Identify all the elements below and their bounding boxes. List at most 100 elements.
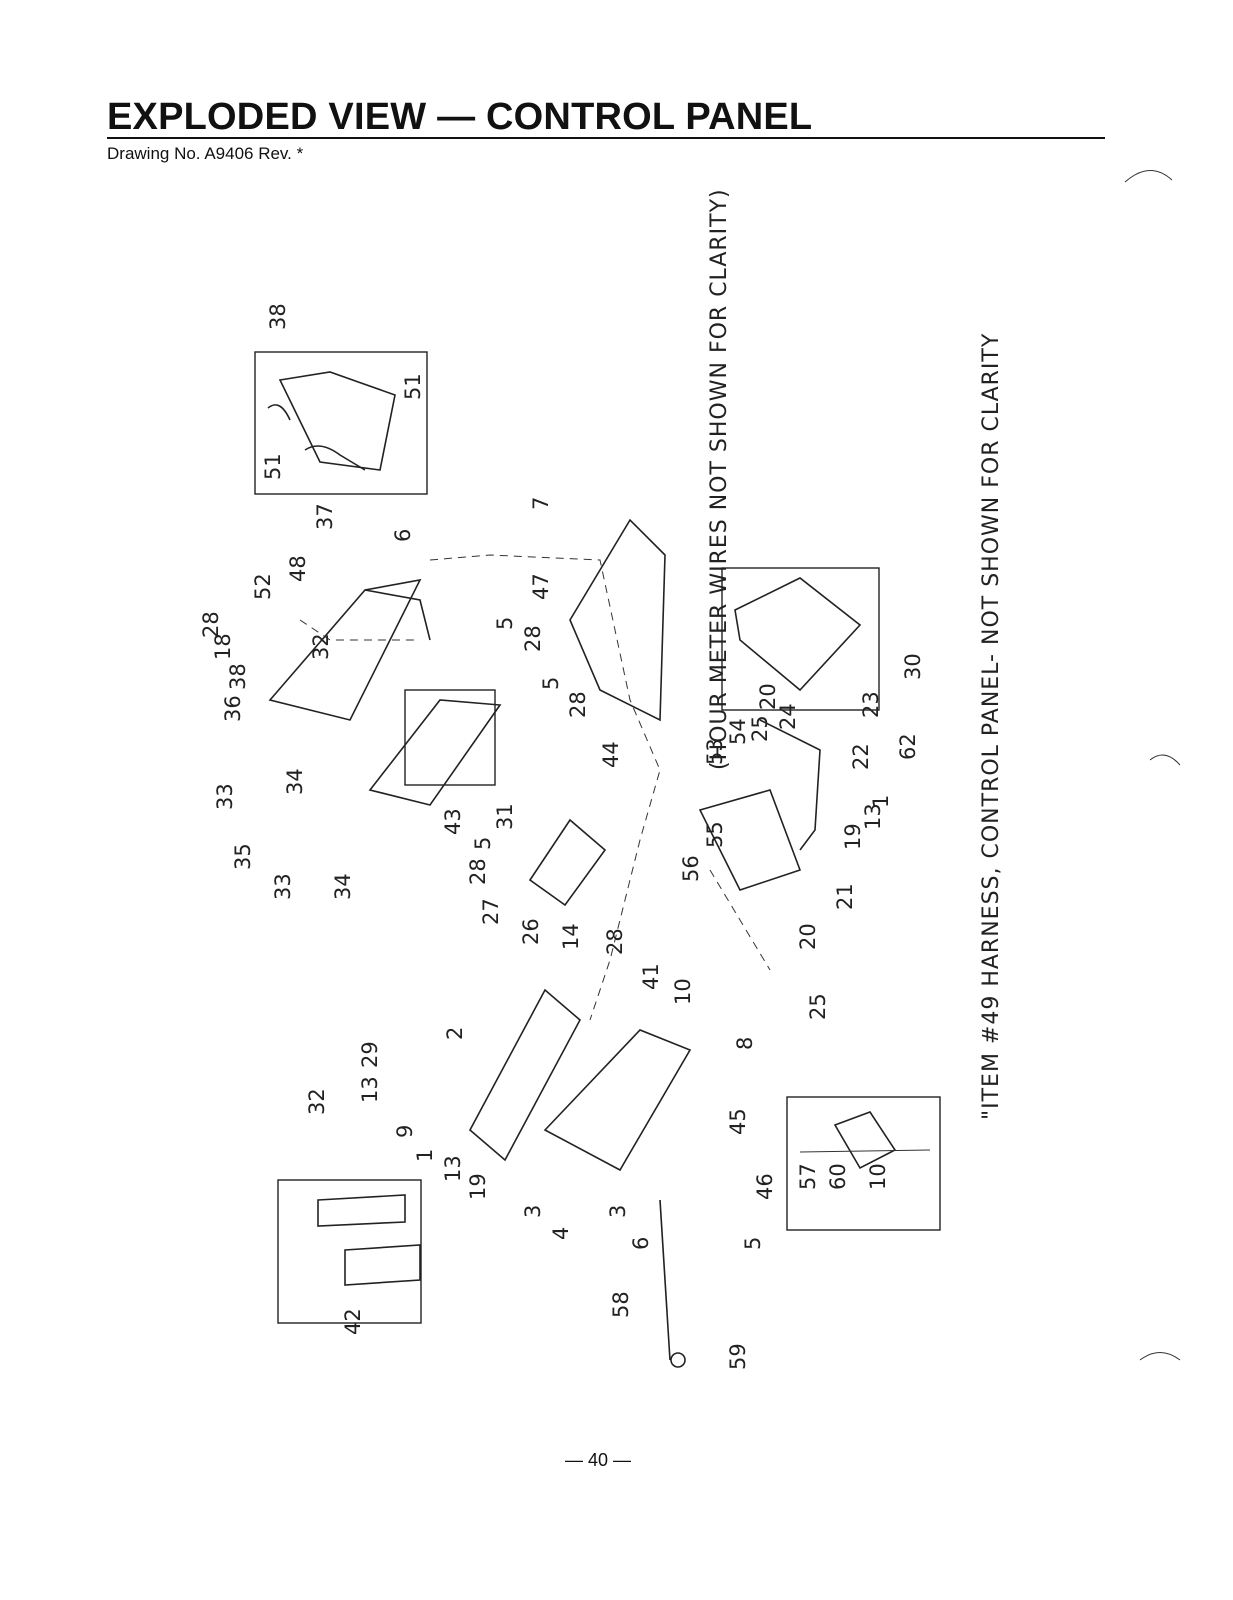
callout-6: 6	[629, 1237, 653, 1250]
side-panel	[569, 518, 666, 722]
callout-14: 14	[559, 923, 583, 950]
callout-5: 5	[493, 617, 517, 630]
callout-60: 60	[826, 1163, 850, 1190]
note-harness: "ITEM #49 HARNESS, CONTROL PANEL- NOT SH…	[979, 333, 1004, 1120]
callout-8: 8	[733, 1037, 757, 1050]
callout-59: 59	[726, 1343, 750, 1370]
callout-33: 33	[271, 873, 295, 900]
callout-25: 25	[806, 993, 830, 1020]
callout-19: 19	[841, 823, 865, 850]
drawing-number: Drawing No. A9406 Rev. *	[107, 144, 304, 163]
callout-33: 33	[213, 783, 237, 810]
callout-27: 27	[479, 898, 503, 925]
callout-31: 31	[493, 803, 517, 830]
main-bracket	[268, 578, 422, 721]
callout-48: 48	[286, 555, 310, 582]
guide-line	[709, 869, 771, 971]
callout-28: 28	[521, 625, 545, 652]
callout-53: 53	[703, 738, 727, 765]
callout-30: 30	[901, 653, 925, 680]
callout-32: 32	[309, 633, 333, 660]
callout-10: 10	[866, 1163, 890, 1190]
callout-38: 38	[266, 303, 290, 330]
callout-47: 47	[529, 573, 553, 600]
callout-6: 6	[391, 529, 415, 542]
connector-part	[317, 1194, 406, 1227]
callout-36: 36	[221, 695, 245, 722]
callout-5: 5	[741, 1237, 765, 1250]
callout-34: 34	[283, 768, 307, 795]
callout-20: 20	[756, 683, 780, 710]
note-hour-meter: (HOUR METER WIRES NOT SHOWN FOR CLARITY)	[707, 188, 732, 770]
page-number: — 40 —	[565, 1450, 632, 1470]
callout-3: 3	[606, 1205, 630, 1218]
callout-52: 52	[251, 573, 275, 600]
callout-13: 13	[358, 1076, 382, 1103]
callout-29: 29	[358, 1041, 382, 1068]
callout-28: 28	[199, 611, 223, 638]
main-bracket	[364, 589, 431, 641]
callout-34: 34	[331, 873, 355, 900]
callout-28: 28	[466, 858, 490, 885]
callout-1: 1	[869, 795, 893, 808]
callout-4: 4	[549, 1227, 573, 1240]
callout-20: 20	[796, 923, 820, 950]
cable-fitting	[670, 1352, 686, 1368]
callout-41: 41	[639, 963, 663, 990]
callout-26: 26	[519, 918, 543, 945]
callout-10: 10	[671, 978, 695, 1005]
housing	[543, 1029, 692, 1172]
callout-23: 23	[859, 691, 883, 718]
connector-part	[344, 1244, 421, 1286]
callout-42: 42	[341, 1308, 365, 1335]
screw-line	[799, 1149, 931, 1153]
display-frame	[404, 689, 496, 786]
cover-plate	[468, 988, 582, 1162]
callout-32: 32	[305, 1088, 329, 1115]
guide-line	[429, 554, 661, 1021]
callout-62: 62	[896, 733, 920, 760]
callout-13: 13	[441, 1155, 465, 1182]
callout-45: 45	[726, 1108, 750, 1135]
heatsink-part	[528, 818, 607, 907]
callout-38: 38	[226, 663, 250, 690]
inset-panel-detail	[721, 567, 880, 711]
right-assembly	[698, 789, 802, 891]
callout-35: 35	[231, 843, 255, 870]
right-assembly	[759, 719, 821, 851]
callout-54: 54	[726, 718, 750, 745]
display-part	[368, 699, 502, 806]
inset-connector-detail	[277, 1179, 422, 1324]
bracket-part	[267, 404, 366, 471]
inset-bracket-detail	[254, 351, 428, 495]
callout-43: 43	[441, 808, 465, 835]
callout-44: 44	[599, 741, 623, 768]
callout-3: 3	[521, 1205, 545, 1218]
callout-24: 24	[776, 703, 800, 730]
callout-7: 7	[529, 497, 553, 510]
breaker-part	[833, 1111, 897, 1170]
bracket-part	[278, 371, 396, 471]
callout-2: 2	[443, 1027, 467, 1040]
callout-13: 13	[861, 803, 885, 830]
callout-18: 18	[211, 633, 235, 660]
callout-28: 28	[566, 691, 590, 718]
inset-breaker-detail	[786, 1096, 941, 1231]
callout-46: 46	[753, 1173, 777, 1200]
callout-5: 5	[539, 677, 563, 690]
callout-57: 57	[796, 1163, 820, 1190]
edge-mark	[1149, 754, 1181, 766]
callout-37: 37	[313, 503, 337, 530]
callout-28: 28	[603, 928, 627, 955]
callout-1: 1	[413, 1149, 437, 1162]
title-rule	[107, 137, 1105, 139]
callout-21: 21	[833, 883, 857, 910]
callout-5: 5	[471, 837, 495, 850]
edge-mark	[1139, 1352, 1181, 1361]
callout-9: 9	[393, 1125, 417, 1138]
callout-56: 56	[679, 855, 703, 882]
callout-55: 55	[703, 821, 727, 848]
callout-51: 51	[401, 373, 425, 400]
edge-mark	[1124, 170, 1173, 183]
